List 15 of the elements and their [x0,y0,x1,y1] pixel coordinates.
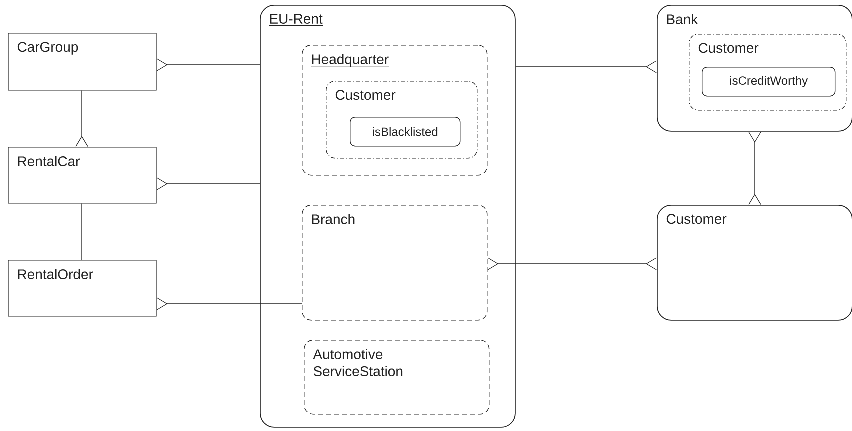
crows-foot-connector [76,90,88,147]
entity-box: CarGroup [8,33,157,91]
crows-foot-connector [748,132,762,205]
attribute-box: isBlacklisted [350,117,461,147]
entity-box: RentalOrder [8,260,157,317]
group-box: Branch [302,205,488,321]
entity-box: RentalCar [8,147,157,204]
group-box: Automotive ServiceStation [304,340,490,415]
crows-foot-connector [156,178,260,190]
crows-foot-connector [488,258,657,270]
crows-foot-connector [516,60,657,74]
attribute-box: isCreditWorthy [702,67,836,97]
crows-foot-connector [156,298,302,310]
crows-foot-connector [156,58,260,72]
container-box: Customer [657,205,852,321]
